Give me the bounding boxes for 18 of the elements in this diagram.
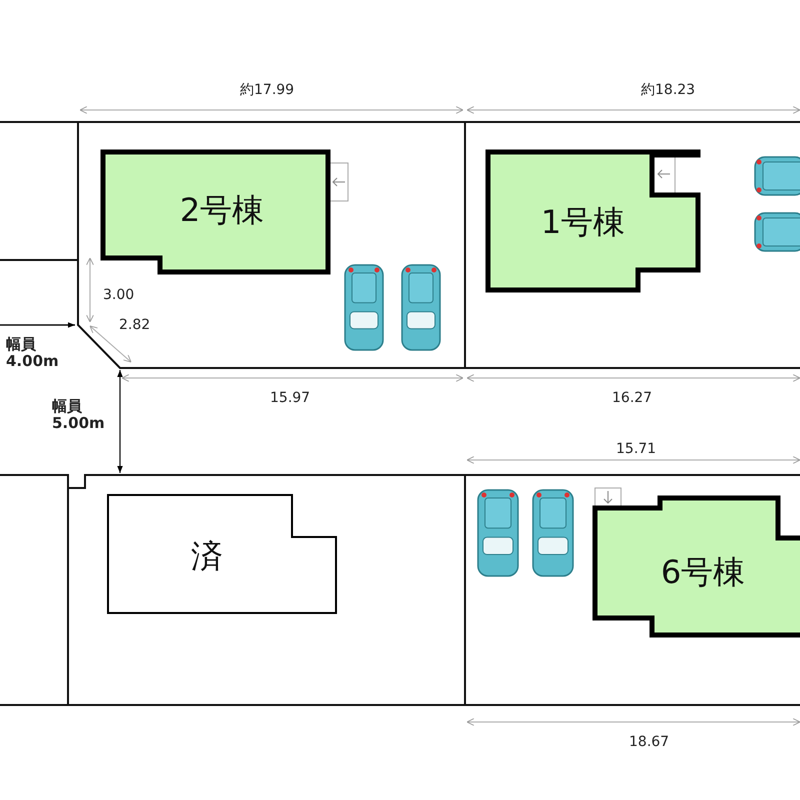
building-label: 済 (191, 540, 223, 572)
building-footprint (100, 149, 332, 276)
dimension-label: 2.82 (119, 317, 150, 334)
dimension-label: 15.71 (616, 441, 656, 458)
dimension-label: 3.00 (103, 287, 134, 304)
building-label: 6号棟 (660, 556, 746, 588)
dimension-label: 16.27 (612, 390, 652, 406)
existing-house-outline (106, 493, 338, 615)
dimension-label: 15.97 (270, 390, 310, 406)
road-width-label: 幅員 4.00m (6, 336, 60, 370)
building-footprint (592, 495, 800, 638)
dimension-label: 約17.99 (240, 82, 294, 98)
road-width-label: 幅員 5.00m (52, 398, 106, 432)
building-label: 1号棟 (540, 206, 626, 238)
dimension-label: 約18.23 (641, 82, 696, 98)
building-label: 2号棟 (180, 194, 264, 226)
building-footprint (485, 149, 701, 293)
dimension-label: 18.67 (629, 734, 670, 750)
